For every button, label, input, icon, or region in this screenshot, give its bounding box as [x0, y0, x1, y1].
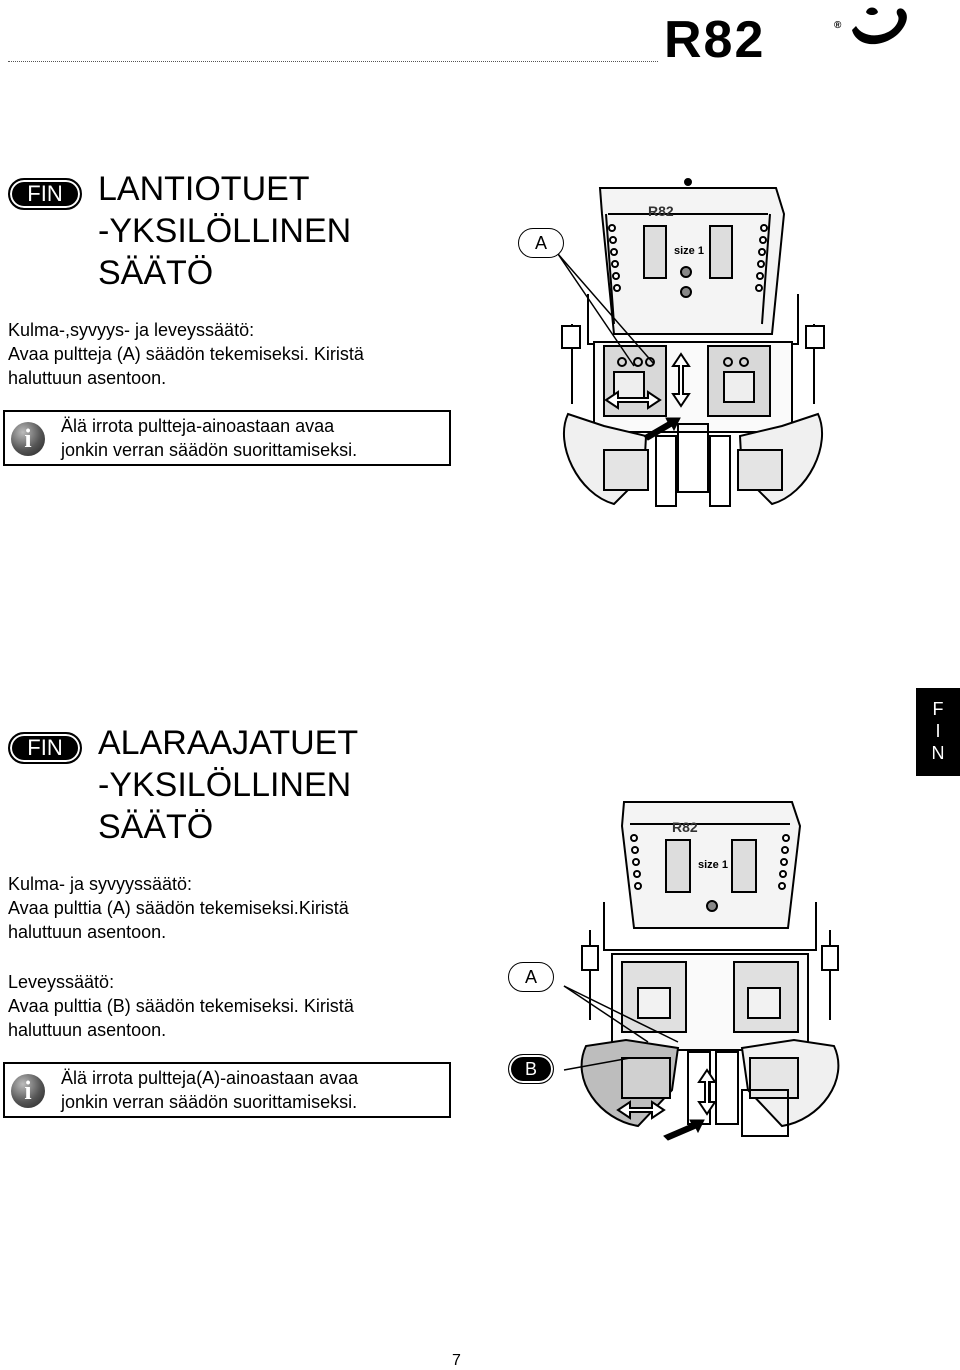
body-line: Avaa pulttia (A) säädön tekemiseksi.Kiri… — [8, 898, 349, 918]
size-label: size 1 — [674, 245, 704, 257]
side-tab-letter: F — [932, 699, 944, 719]
callout-b: B — [508, 1054, 554, 1084]
section-title-hip-supports: LANTIOTUET -YKSILÖLLINEN SÄÄTÖ — [98, 168, 351, 294]
info-line: jonkin verran säädön suorittamiseksi. — [61, 1092, 358, 1112]
registered-mark: ® — [834, 20, 842, 31]
body-line: Leveyssäätö: — [8, 972, 115, 992]
info-line: Älä irrota pultteja(A)-ainoastaan avaa — [61, 1068, 359, 1088]
info-line: jonkin verran säädön suorittamiseksi. — [61, 440, 358, 460]
body-line: haluttuun asentoon. — [8, 1020, 167, 1040]
callout-a: A — [508, 962, 554, 992]
body-line: Avaa pultteja (A) säädön tekemiseksi. Ki… — [8, 344, 364, 364]
language-badge-fin: FIN — [8, 732, 82, 764]
page-number: 7 — [452, 1352, 461, 1369]
size-label: size 1 — [698, 859, 728, 871]
header-dotted-rule — [8, 61, 658, 62]
plate-brand-text: R82 — [648, 203, 674, 219]
title-line: SÄÄTÖ — [98, 254, 214, 292]
side-tab-letter: I — [935, 721, 941, 741]
body-line: Kulma-,syvyys- ja leveyssäätö: — [8, 320, 255, 340]
leg-angle-depth-instructions: Kulma- ja syvyyssäätö: Avaa pulttia (A) … — [8, 872, 478, 944]
info-line: Älä irrota pultteja-ainoastaan avaa — [61, 416, 335, 436]
side-tab-letter: N — [931, 743, 945, 763]
title-line: LANTIOTUET — [98, 170, 310, 208]
info-note-box: i Älä irrota pultteja-ainoastaan avaa jo… — [3, 410, 451, 466]
body-line: haluttuun asentoon. — [8, 368, 167, 388]
title-line: -YKSILÖLLINEN — [98, 766, 352, 804]
info-icon: i — [11, 1074, 45, 1108]
title-line: SÄÄTÖ — [98, 808, 214, 846]
language-badge-fin: FIN — [8, 178, 82, 210]
body-line: Kulma- ja syvyyssäätö: — [8, 874, 193, 894]
language-side-tab: F I N — [916, 688, 960, 776]
section-title-leg-supports: ALARAAJATUET -YKSILÖLLINEN SÄÄTÖ — [98, 722, 358, 848]
info-note-text: Älä irrota pultteja(A)-ainoastaan avaa j… — [61, 1066, 358, 1114]
hip-adjustment-instructions: Kulma-,syvyys- ja leveyssäätö: Avaa pult… — [8, 318, 478, 390]
plate-brand-text: R82 — [672, 819, 698, 835]
leg-width-instructions: Leveyssäätö: Avaa pulttia (B) säädön tek… — [8, 970, 478, 1042]
logo-swoosh-icon — [852, 7, 907, 45]
info-note-text: Älä irrota pultteja-ainoastaan avaa jonk… — [61, 414, 357, 462]
info-note-box: i Älä irrota pultteja(A)-ainoastaan avaa… — [3, 1062, 451, 1118]
body-line: Avaa pulttia (B) säädön tekemiseksi. Kir… — [8, 996, 354, 1016]
hip-support-illustration: R82 size 1 — [557, 178, 825, 507]
title-line: ALARAAJATUET — [98, 724, 359, 762]
title-line: -YKSILÖLLINEN — [98, 212, 352, 250]
callout-a: A — [518, 228, 564, 258]
leg-support-illustration: R82 size 1 — [563, 801, 840, 1141]
body-line: haluttuun asentoon. — [8, 922, 167, 942]
r82-logo: R82 ® — [664, 4, 916, 70]
logo-wordmark: R82 — [664, 11, 766, 69]
info-icon: i — [11, 422, 45, 456]
